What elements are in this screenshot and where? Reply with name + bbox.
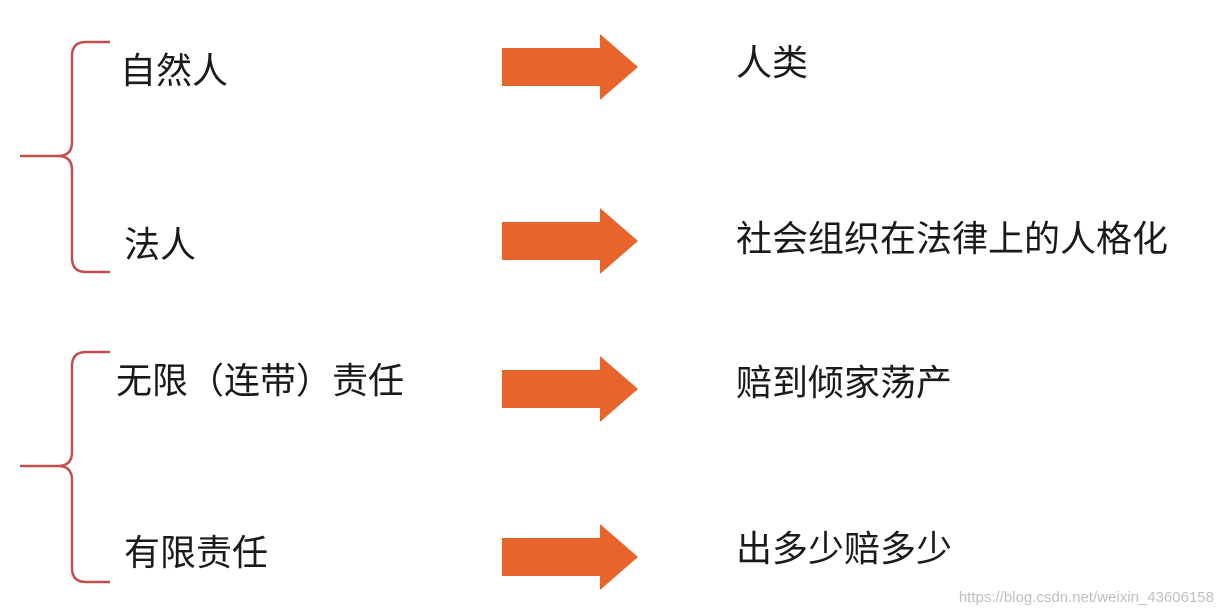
term-label: 有限责任 xyxy=(124,533,269,574)
watermark: https://blog.csdn.net/weixin_43606158 xyxy=(958,589,1214,606)
right-arrow-icon xyxy=(500,522,640,592)
right-arrow-icon xyxy=(500,354,640,424)
left-brace-icon xyxy=(18,38,118,278)
definition-label: 社会组织在法律上的人格化 xyxy=(736,219,1169,260)
term-label: 法人 xyxy=(124,225,197,266)
right-arrow-icon xyxy=(500,32,640,102)
right-arrow-icon xyxy=(500,206,640,276)
term-label: 自然人 xyxy=(120,51,229,92)
definition-label: 赔到倾家荡产 xyxy=(736,363,953,404)
definition-label: 人类 xyxy=(736,43,809,84)
definition-label: 出多少赔多少 xyxy=(736,529,953,570)
left-brace-icon xyxy=(18,348,118,588)
term-label: 无限（连带）责任 xyxy=(116,361,405,402)
